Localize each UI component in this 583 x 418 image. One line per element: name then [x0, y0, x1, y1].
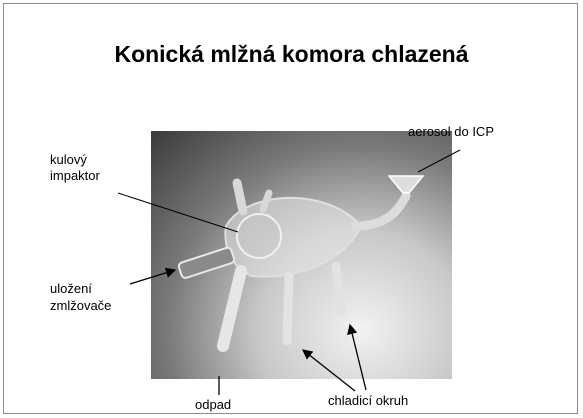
label-impaktor-line2: impaktor	[50, 168, 100, 184]
label-ulozeni-line2: zmlžovače	[50, 298, 111, 314]
chladici-arrow-2	[350, 325, 366, 390]
label-aerosol: aerosol do ICP	[408, 124, 494, 140]
aerosol-pointer	[418, 150, 460, 172]
label-impaktor-line1: kulový	[50, 152, 87, 168]
chladici-arrow-1	[303, 350, 355, 391]
label-ulozeni-line1: uložení	[50, 281, 92, 297]
impaktor-pointer	[118, 193, 238, 232]
label-odpad: odpad	[195, 397, 231, 413]
ulozeni-arrow	[130, 270, 175, 284]
label-chladici: chladicí okruh	[328, 393, 408, 409]
